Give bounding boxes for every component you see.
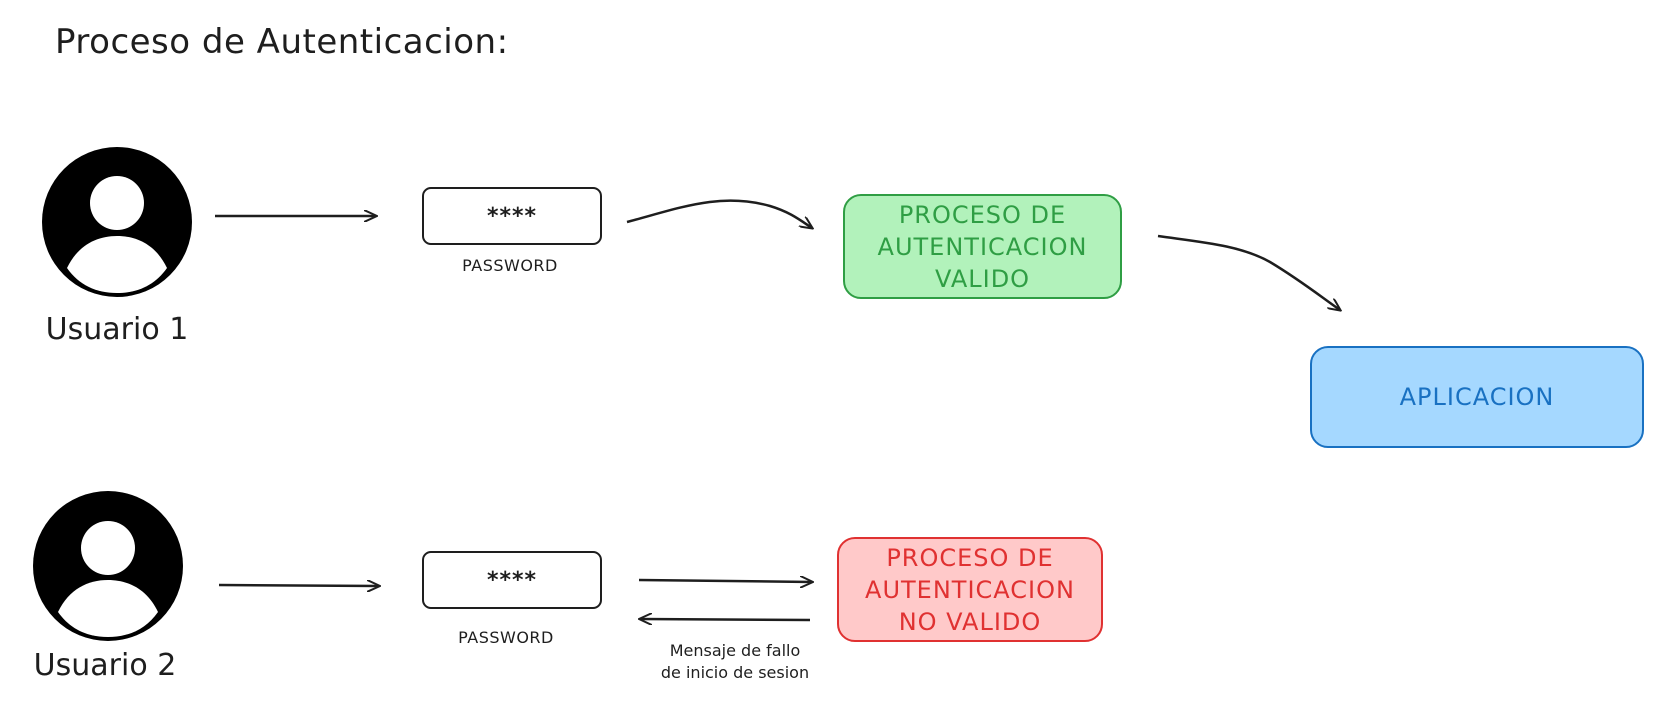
process-invalid-line3: NO VALIDO — [898, 607, 1042, 636]
process-valid-line2: AUTENTICACION — [877, 232, 1088, 261]
password-label-user1: PASSWORD — [462, 256, 558, 275]
password-label-user2: PASSWORD — [458, 628, 554, 647]
diagram-title: Proceso de Autenticacion: — [55, 22, 509, 62]
process-invalid-line2: AUTENTICACION — [865, 575, 1075, 604]
failure-message: Mensaje de fallo de inicio de sesion — [635, 640, 835, 684]
arrow-valid-to-application — [1157, 234, 1340, 310]
password-box-user2: **** — [422, 551, 602, 609]
user2-avatar-icon — [33, 491, 183, 641]
user1-avatar-icon — [42, 147, 192, 297]
failure-message-line1: Mensaje de fallo — [669, 641, 801, 660]
process-valid-line3: VALIDO — [934, 264, 1031, 293]
application-box: APLICACION — [1310, 346, 1644, 448]
process-valid-line1: PROCESO DE — [898, 200, 1067, 229]
user1-label: Usuario 1 — [45, 312, 189, 347]
user2-label: Usuario 2 — [33, 648, 177, 683]
arrow-user2-to-password — [218, 585, 379, 586]
process-invalid-box: PROCESO DE AUTENTICACION NO VALIDO — [837, 537, 1103, 642]
process-invalid-line1: PROCESO DE — [886, 543, 1054, 572]
arrow-password-to-valid-process — [626, 199, 812, 228]
failure-message-line2: de inicio de sesion — [660, 663, 810, 682]
process-valid-box: PROCESO DE AUTENTICACION VALIDO — [843, 194, 1122, 299]
application-label: APLICACION — [1399, 383, 1555, 411]
arrow-password-to-invalid-process — [638, 580, 812, 582]
arrow-failure-return — [640, 619, 811, 620]
password-box-user1: **** — [422, 187, 602, 245]
